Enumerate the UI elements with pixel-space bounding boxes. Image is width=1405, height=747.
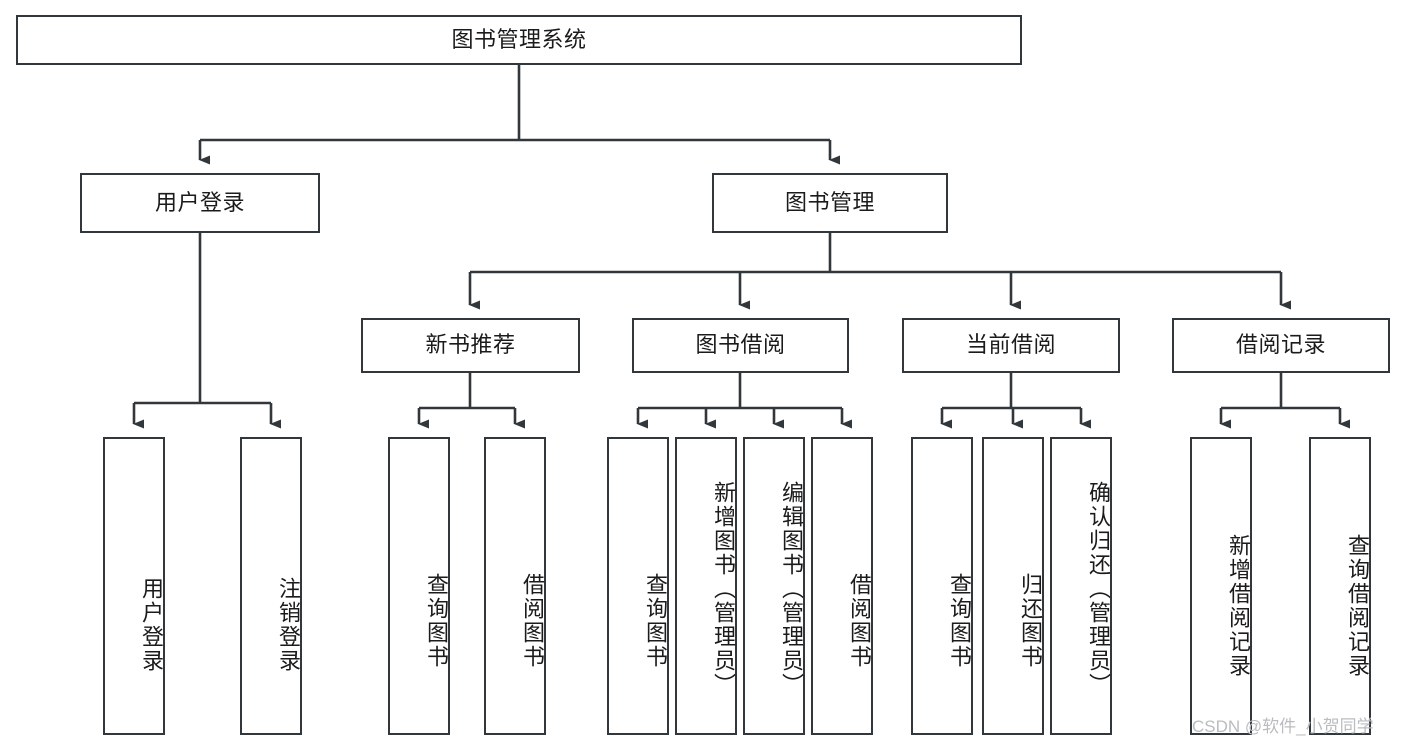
node-leaf-query-book-borrow-label: 查询图书 <box>643 573 668 669</box>
node-book-borrow[interactable]: 图书借阅 <box>632 318 849 373</box>
node-leaf-query-book-rec[interactable]: 查询图书 <box>388 437 450 735</box>
node-borrow-record[interactable]: 借阅记录 <box>1172 318 1390 373</box>
node-leaf-edit-book-admin-label: 编辑图书（管理员） <box>779 481 804 697</box>
node-leaf-user-login[interactable]: 用户登录 <box>103 437 165 735</box>
node-leaf-add-borrow-record-label: 新增借阅记录 <box>1226 534 1251 678</box>
node-leaf-add-borrow-record[interactable]: 新增借阅记录 <box>1190 437 1252 735</box>
node-leaf-user-login-label: 用户登录 <box>139 577 164 673</box>
node-leaf-add-book-admin[interactable]: 新增图书（管理员） <box>675 437 737 735</box>
node-leaf-confirm-return-admin[interactable]: 确认归还（管理员） <box>1050 437 1112 735</box>
node-leaf-return-book-label: 归还图书 <box>1018 573 1043 669</box>
node-user-login[interactable]: 用户登录 <box>80 173 320 233</box>
node-current-borrow[interactable]: 当前借阅 <box>902 318 1120 373</box>
node-current-borrow-label: 当前借阅 <box>965 332 1056 358</box>
node-new-book-recommend-label: 新书推荐 <box>425 332 516 358</box>
node-leaf-logout[interactable]: 注销登录 <box>240 437 302 735</box>
node-leaf-query-book-borrow[interactable]: 查询图书 <box>607 437 669 735</box>
node-leaf-add-book-admin-label: 新增图书（管理员） <box>711 481 736 697</box>
node-book-management-label: 图书管理 <box>784 189 875 215</box>
node-borrow-record-label: 借阅记录 <box>1235 332 1326 358</box>
watermark: CSDN @软件_小贺同学 <box>1192 717 1374 736</box>
node-leaf-logout-label: 注销登录 <box>276 577 301 673</box>
node-leaf-query-borrow-record-label: 查询借阅记录 <box>1345 534 1370 678</box>
node-book-borrow-label: 图书借阅 <box>695 332 786 358</box>
node-root-label: 图书管理系统 <box>451 26 587 52</box>
node-leaf-borrow-book[interactable]: 借阅图书 <box>811 437 873 735</box>
node-leaf-query-book-rec-label: 查询图书 <box>424 573 449 669</box>
node-book-management[interactable]: 图书管理 <box>712 173 948 233</box>
node-leaf-query-book-current[interactable]: 查询图书 <box>911 437 973 735</box>
node-leaf-borrow-book-label: 借阅图书 <box>847 573 872 669</box>
node-leaf-edit-book-admin[interactable]: 编辑图书（管理员） <box>743 437 805 735</box>
node-leaf-borrow-book-rec-label: 借阅图书 <box>520 573 545 669</box>
node-leaf-return-book[interactable]: 归还图书 <box>982 437 1044 735</box>
node-leaf-borrow-book-rec[interactable]: 借阅图书 <box>484 437 546 735</box>
node-leaf-query-book-current-label: 查询图书 <box>947 573 972 669</box>
node-leaf-confirm-return-admin-label: 确认归还（管理员） <box>1086 481 1111 697</box>
node-root[interactable]: 图书管理系统 <box>16 15 1022 65</box>
node-user-login-label: 用户登录 <box>154 189 245 215</box>
node-new-book-recommend[interactable]: 新书推荐 <box>361 318 580 373</box>
node-leaf-query-borrow-record[interactable]: 查询借阅记录 <box>1309 437 1371 735</box>
